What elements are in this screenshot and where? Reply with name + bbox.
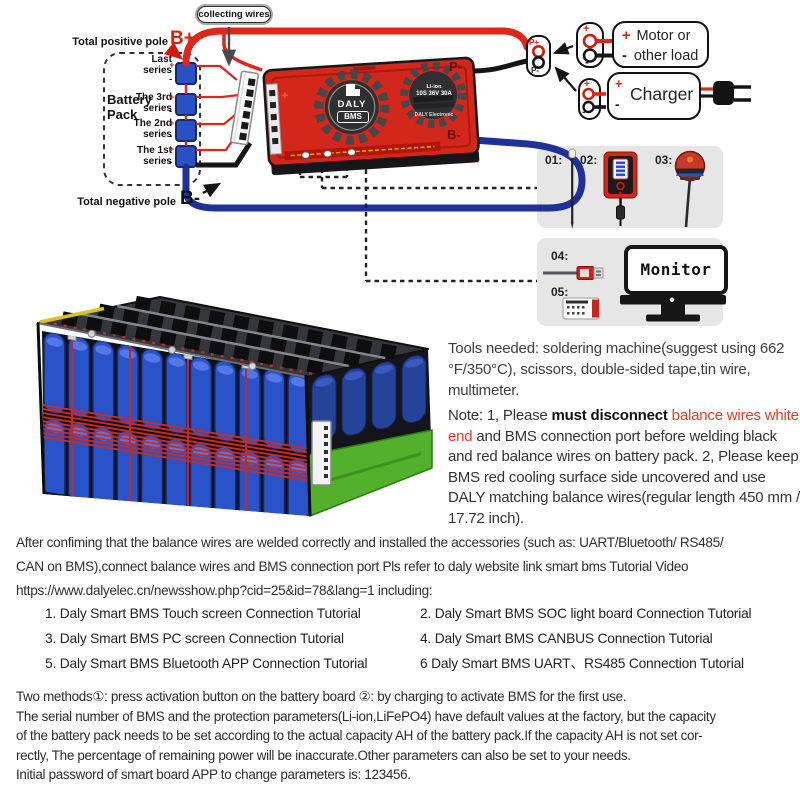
tutorial-item: 5. Daly Smart BMS Bluetooth APP Connecti… (45, 656, 368, 671)
total-negative-label: Total negative pole (77, 196, 176, 208)
minus-mark: - (169, 131, 173, 142)
tutorial-item: 2. Daly Smart BMS SOC light board Connec… (420, 606, 752, 621)
tools-needed-text: Tools needed: soldering machine(suggest … (448, 340, 785, 399)
bms-logo-bms: BMS (337, 111, 369, 123)
series-label-2nd: The 2nd series (133, 118, 172, 140)
terminal-p-plus-label: P+ (529, 38, 540, 47)
minus-mark: - (169, 106, 173, 117)
paragraph-line: Two methods①: press activation button on… (16, 689, 627, 704)
charger-box-plus: + (615, 76, 623, 91)
arrows (163, 27, 577, 198)
bms-spec-line1: Li-ion (426, 84, 442, 90)
charger-minus-mark: - (582, 106, 586, 118)
plus-mark: + (169, 118, 175, 129)
b-minus-label: B- (180, 188, 201, 209)
plus-mark: + (169, 144, 175, 155)
total-positive-label: Total positive pole (72, 36, 168, 48)
bms-b-minus-label: B- (447, 127, 461, 142)
bms-logo-daly: DALY (337, 99, 367, 110)
paragraph-line: https://www.dalyelec.cn/newsshow.php?cid… (16, 583, 433, 598)
accessories-panel-1 (537, 146, 723, 228)
bms-spec-line2: 10S 36V 30A (416, 91, 452, 97)
series-label-last: Last series (143, 54, 172, 76)
note-seg1: Note: 1, Please (448, 407, 552, 424)
motor-load-box: + Motor or -other load (612, 21, 709, 68)
tutorial-item: 4. Daly Smart BMS CANBUS Connection Tuto… (420, 631, 713, 646)
minus-mark: - (169, 157, 173, 168)
paragraph-line: CAN on BMS),connect balance wires and BM… (16, 559, 689, 574)
bms-p-minus-label: P- (449, 59, 462, 74)
daly-logo-icon (346, 84, 360, 96)
note-seg2-bold: must disconnect (551, 407, 668, 424)
minus-mark: - (169, 74, 173, 85)
motor-line1: Motor or (636, 28, 691, 44)
terminal-p-minus-label: P- (531, 66, 539, 75)
tutorial-item: 3. Daly Smart BMS PC screen Connection T… (45, 631, 344, 646)
charger-plus-mark: + (584, 79, 590, 90)
tutorial-list: 1. Daly Smart BMS Touch screen Connectio… (45, 606, 775, 671)
collecting-wires-label: collecting wires (197, 6, 271, 23)
note-seg4: and BMS connection port before welding b… (448, 427, 800, 527)
series-label-1st: The 1st series (136, 145, 172, 167)
charger-box-label: Charger (630, 84, 694, 104)
charger-box (607, 72, 701, 120)
charger-box-minus: - (615, 96, 620, 112)
battery-pack-illustration (36, 295, 433, 518)
accessory-05-label: 05: (551, 285, 569, 299)
activation-methods-paragraph: Two methods①: press activation button on… (16, 687, 800, 785)
series-label-3rd: The 3rd series (135, 92, 172, 114)
plus-mark: + (169, 92, 175, 103)
motor-plus-mark: + (583, 23, 590, 35)
plus-mark: + (169, 60, 175, 71)
note-text: Note: 1, Please must disconnect balance … (448, 406, 800, 529)
motor-minus-mark: - (585, 55, 589, 69)
paragraph-line: Initial password of smart board APP to c… (16, 767, 411, 783)
accessory-04-label: 04: (551, 249, 569, 263)
note-seg3-red: balance wires white end (448, 407, 799, 445)
paragraph-line: The serial number of BMS and the protect… (16, 708, 716, 724)
paragraph-line: of the battery pack needs to be set acco… (16, 728, 703, 744)
plus-mark: + (622, 28, 631, 44)
accessory-01-label: 01: (545, 153, 563, 167)
wiring-lines (103, 27, 586, 283)
power-plug-icon (713, 81, 751, 105)
tutorial-item: 1. Daly Smart BMS Touch screen Connectio… (45, 606, 361, 621)
minus-mark: - (622, 48, 627, 64)
paragraph-line: After confiming that the balance wires a… (16, 535, 724, 550)
accessory-02-label: 02: (580, 153, 598, 167)
monitor-screen: Monitor (624, 245, 728, 295)
accessory-03-label: 03: (655, 153, 673, 167)
after-confirming-paragraph: After confiming that the balance wires a… (16, 531, 800, 603)
b-plus-label: B+ (170, 28, 195, 49)
paragraph-line: rectly, The percentage of remaining powe… (16, 747, 631, 763)
tutorial-item: 6 Daly Smart BMS UART、RS485 Connection T… (420, 656, 744, 671)
motor-line2: other load (633, 48, 699, 64)
bms-spec-line3: DALY Electronic (414, 112, 454, 118)
